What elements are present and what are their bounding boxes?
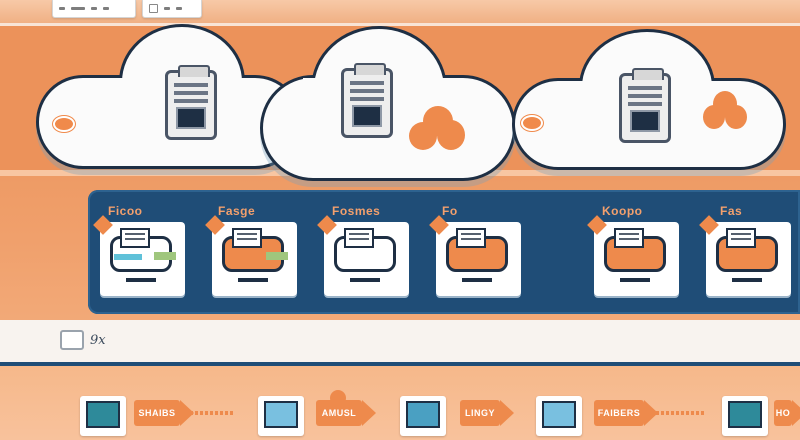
device-card-6[interactable]	[699, 215, 791, 296]
device-card-3[interactable]	[317, 215, 409, 296]
bottom-ribbon-2[interactable]: AMUSL	[316, 400, 376, 426]
server-icon	[341, 63, 393, 138]
connector-dots	[656, 411, 706, 415]
panel-label-4: Fo	[442, 204, 458, 218]
node-dot-icon	[521, 115, 543, 131]
bottom-ribbon-3[interactable]: LINGY	[460, 400, 514, 426]
panel-label-1: Ficoo	[108, 204, 143, 218]
panel-label-3: Fosmes	[332, 204, 381, 218]
bottom-card-5[interactable]	[722, 396, 768, 436]
cloud-cluster-icon	[409, 106, 465, 152]
bottom-toolbar: SHAIBS AMUSL LINGY FAIBERS HO	[0, 366, 800, 440]
monitor-icon	[728, 401, 762, 428]
bottom-ribbon-5[interactable]: HO	[774, 400, 800, 426]
device-panel: Ficoo Fasge Fosmes Fo Koopo Fas	[88, 190, 800, 314]
panel-label-2: Fasge	[218, 204, 256, 218]
bottom-card-2[interactable]	[258, 396, 304, 436]
bottom-card-4[interactable]	[536, 396, 582, 436]
server-icon	[165, 65, 217, 140]
checkbox-icon[interactable]	[60, 330, 84, 350]
monitor-icon	[264, 401, 298, 428]
toolbar-tab-2[interactable]	[142, 0, 202, 18]
panel-label-6: Fas	[720, 204, 743, 218]
device-card-5[interactable]	[587, 215, 679, 296]
monitor-icon	[86, 401, 120, 428]
panel-label-5: Koopo	[602, 204, 643, 218]
device-card-4[interactable]	[429, 215, 521, 296]
cloud-node-1[interactable]	[36, 24, 302, 169]
bottom-card-1[interactable]	[80, 396, 126, 436]
monitor-icon	[406, 401, 440, 428]
cloud-node-2[interactable]	[260, 26, 516, 181]
top-toolbar	[0, 0, 800, 26]
bottom-card-3[interactable]	[400, 396, 446, 436]
server-icon	[619, 68, 671, 143]
status-bar: 9x	[0, 320, 800, 366]
device-card-2[interactable]	[205, 215, 297, 296]
cloud-cluster-icon	[701, 91, 757, 137]
bottom-ribbon-1[interactable]: SHAIBS	[134, 400, 194, 426]
device-card-1[interactable]	[93, 215, 185, 296]
toolbar-tab-1[interactable]	[52, 0, 136, 18]
status-label: 9x	[90, 333, 106, 348]
node-dot-icon	[53, 116, 75, 132]
monitor-icon	[542, 401, 576, 428]
bottom-ribbon-4[interactable]: FAIBERS	[594, 400, 658, 426]
cloud-node-3[interactable]	[512, 29, 786, 170]
connector-dots	[190, 411, 234, 415]
